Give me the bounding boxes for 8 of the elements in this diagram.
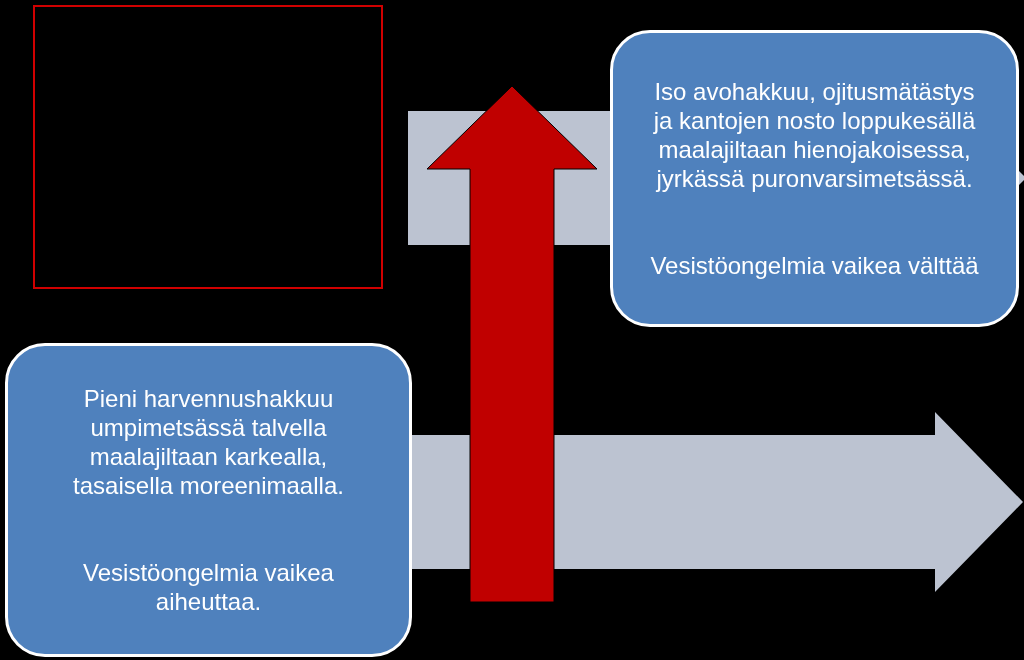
block-arrow: [426, 85, 598, 603]
rounded-box: [610, 30, 1019, 327]
conclusion-text: Vesistöongelmia vaikea aiheuttaa.: [82, 558, 335, 616]
body-text: Pieni harvennushakkuu umpimetsässä talvella maalajiltaan karkealla, tasaisella moreenimaalla.: [72, 384, 345, 500]
conclusion-text: Vesistöongelmia vaikea välttää: [649, 251, 980, 280]
rounded-box: [5, 343, 412, 657]
body-text: Iso avohakkuu, ojitusmätästys ja kantojen nosto loppukesällä maalajiltaan hienojakoisessa, jyrkässä puronvarsimetsässä.: [652, 77, 977, 193]
empty-frame: [33, 5, 383, 289]
